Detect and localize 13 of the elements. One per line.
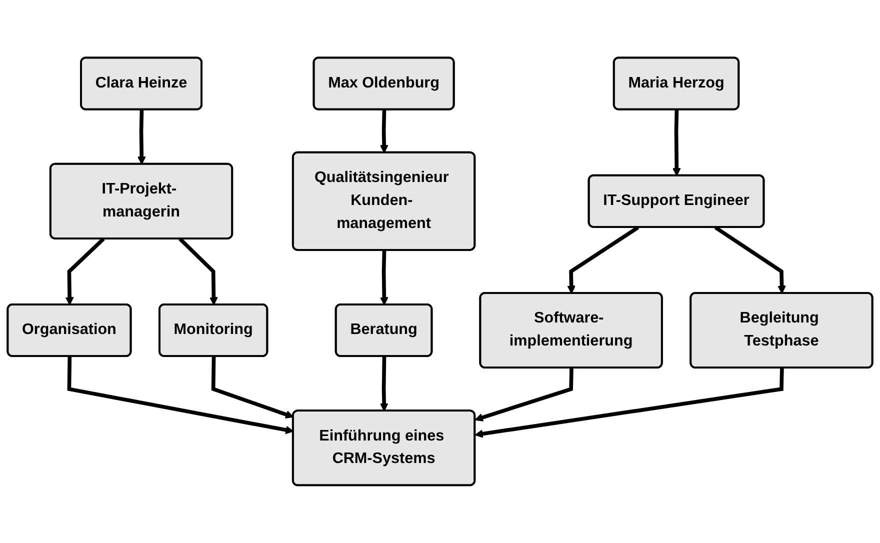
- arrow: [178, 238, 218, 306]
- arrow: [137, 110, 146, 165]
- arrow: [65, 238, 105, 306]
- arrow: [672, 110, 681, 176]
- arrow: [211, 356, 294, 419]
- arrow: [380, 250, 388, 306]
- arrow: [474, 368, 784, 438]
- arrow: [380, 110, 388, 154]
- arrow: [714, 226, 786, 294]
- arrow: [474, 368, 574, 422]
- arrow: [567, 226, 640, 294]
- arrow: [380, 356, 388, 412]
- arrow: [67, 356, 294, 434]
